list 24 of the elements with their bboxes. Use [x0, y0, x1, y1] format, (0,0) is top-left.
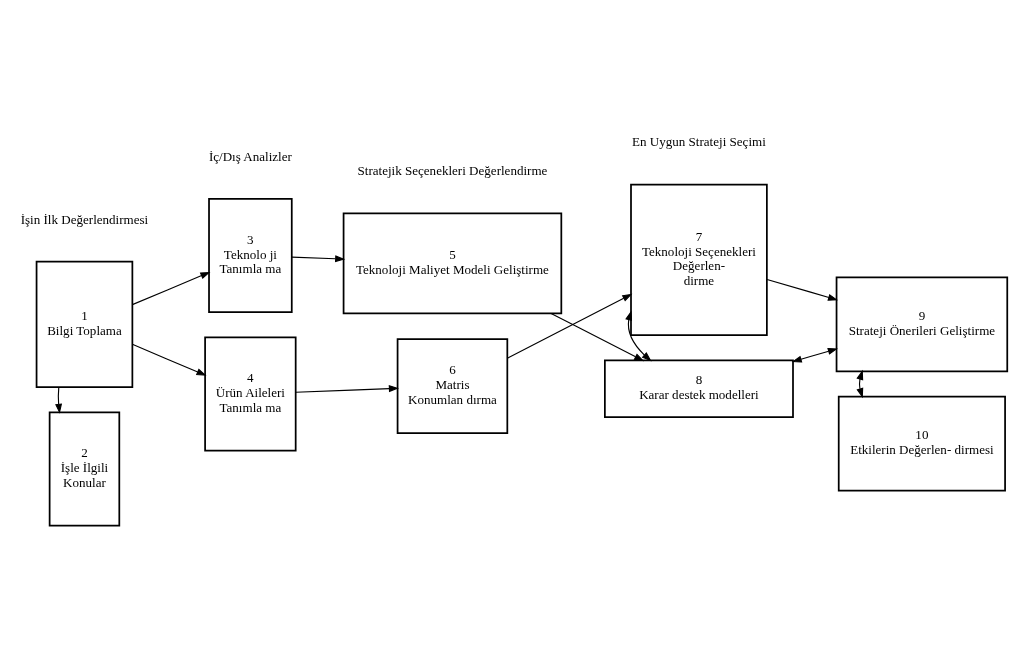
arrow	[131, 271, 211, 306]
arrow	[550, 312, 645, 362]
node-box: 1 Bilgi Toplama	[35, 260, 134, 388]
arrow	[291, 255, 346, 263]
label: Stratejik Seçenekleri Değerlendirme	[357, 162, 548, 178]
node-box: 8 Karar destek modelleri	[604, 359, 794, 418]
node-box: 3 Teknolo ji Tanımla ma	[208, 198, 293, 313]
arrow	[856, 369, 864, 399]
node-box: 5 Teknoloji Maliyet Modeli Geliştirme	[342, 212, 563, 315]
arrow	[131, 343, 207, 376]
arrow	[625, 310, 652, 362]
node-box: 7 Teknoloji Seçenekleri Değerlen- dirme	[630, 183, 768, 337]
node-box: 4 Ürün Aileleri Tanımla ma	[204, 336, 297, 452]
arrow	[506, 293, 633, 359]
label: En Uygun Strateji Seçimi	[632, 134, 766, 150]
node-box: 9 Strateji Önerileri Geliştirme	[835, 276, 1009, 373]
label: İç/Dış Analizler	[208, 149, 292, 165]
node-box: 2 İşle İlgili Konular	[48, 411, 121, 527]
node-box: 6 Matris Konumlan dırma	[396, 338, 509, 435]
label: İşin İlk Değerlendirmesi	[20, 211, 149, 227]
node-box: 10 Etkilerin Değerlen- dirmesi	[837, 395, 1006, 492]
arrow	[791, 347, 838, 363]
arrow	[295, 385, 399, 393]
arrow	[766, 278, 839, 301]
